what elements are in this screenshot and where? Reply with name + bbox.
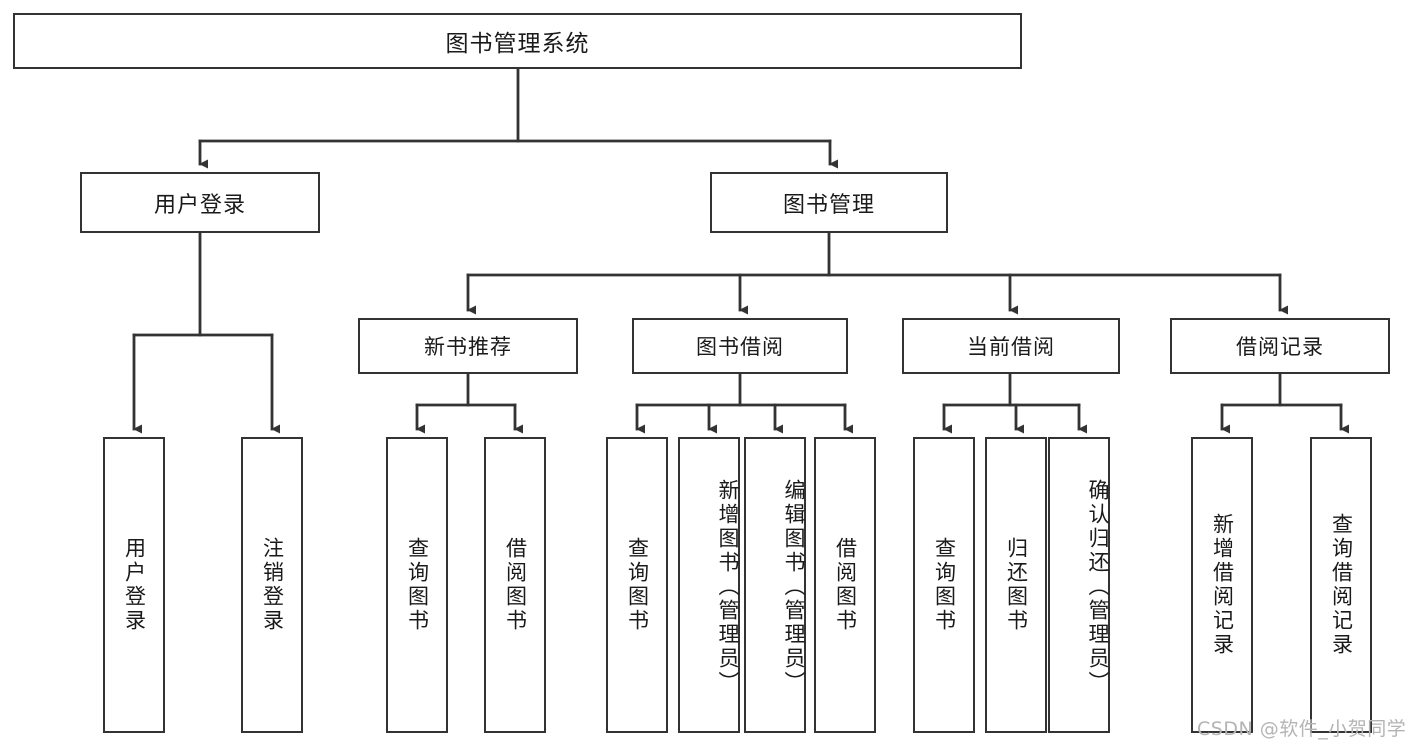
leaf-borrow-book[interactable]: 借阅图书 bbox=[814, 437, 876, 733]
leaf-return-book[interactable]: 归还图书 bbox=[985, 437, 1047, 733]
node-current-borrow[interactable]: 当前借阅 bbox=[902, 318, 1120, 374]
node-user-login[interactable]: 用户登录 bbox=[80, 172, 320, 233]
leaf-borrow-book-newbook[interactable]: 借阅图书 bbox=[484, 437, 546, 733]
leaf-query-book-current[interactable]: 查询图书 bbox=[913, 437, 975, 733]
leaf-query-borrow-record[interactable]: 查询借阅记录 bbox=[1310, 437, 1372, 733]
leaf-confirm-return-admin[interactable]: 确认归还（管理员） bbox=[1048, 437, 1110, 733]
leaf-add-book-admin[interactable]: 新增图书（管理员） bbox=[678, 437, 740, 733]
leaf-logout-login[interactable]: 注销登录 bbox=[241, 437, 303, 733]
node-book-management[interactable]: 图书管理 bbox=[710, 172, 948, 233]
node-new-book-recommend[interactable]: 新书推荐 bbox=[358, 318, 578, 374]
leaf-user-login[interactable]: 用户登录 bbox=[103, 437, 165, 733]
node-book-borrow[interactable]: 图书借阅 bbox=[632, 318, 848, 374]
csdn-watermark: CSDN @软件_小贺同学 bbox=[1197, 718, 1405, 740]
leaf-query-book-newbook[interactable]: 查询图书 bbox=[386, 437, 448, 733]
leaf-add-borrow-record[interactable]: 新增借阅记录 bbox=[1191, 437, 1253, 733]
leaf-edit-book-admin[interactable]: 编辑图书（管理员） bbox=[744, 437, 806, 733]
leaf-query-book-borrow[interactable]: 查询图书 bbox=[606, 437, 668, 733]
node-root-system[interactable]: 图书管理系统 bbox=[13, 13, 1022, 69]
node-borrow-record[interactable]: 借阅记录 bbox=[1170, 318, 1390, 374]
